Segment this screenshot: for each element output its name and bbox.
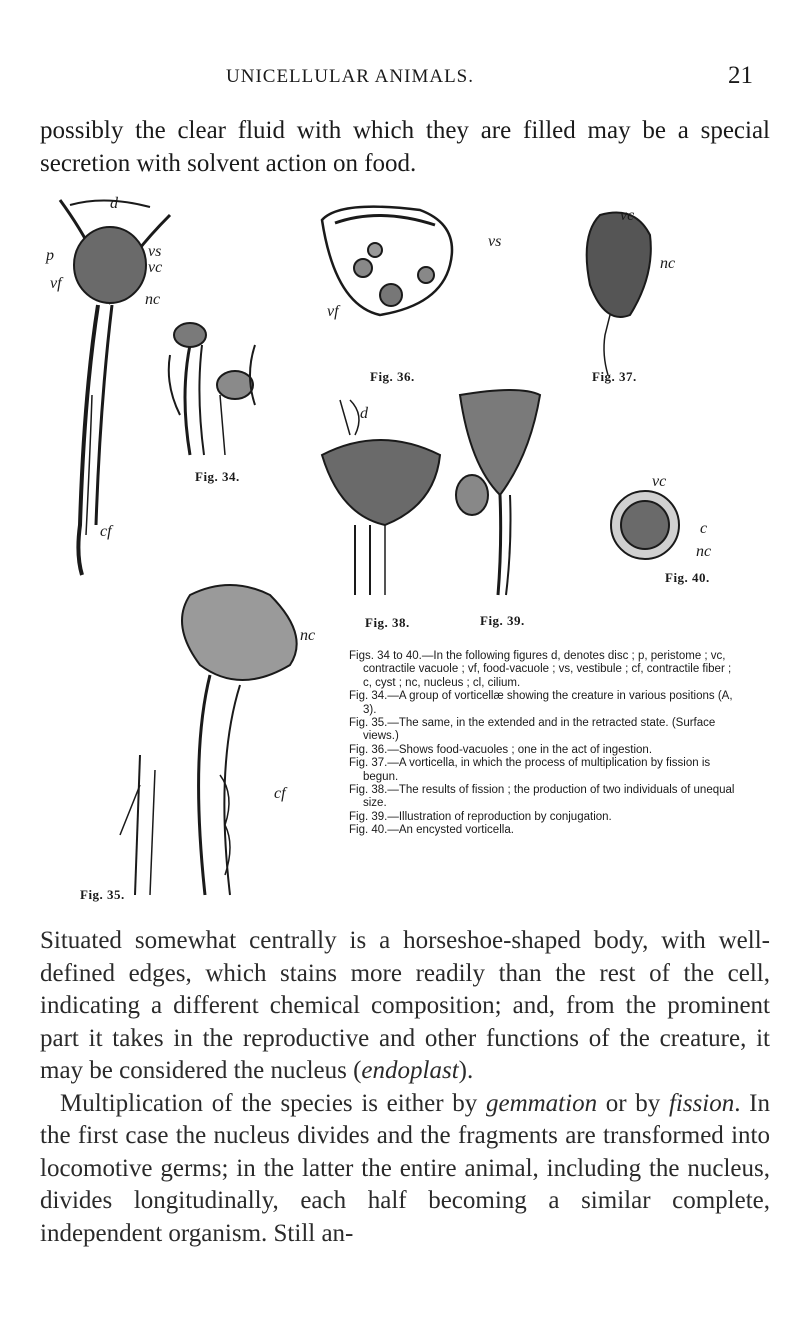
caption-line: Fig. 34.—A group of vorticellæ showing t… (349, 690, 733, 716)
caption-line: Fig. 40.—An encysted vorticella. (349, 824, 514, 837)
fig36-label: Fig. 36. (370, 369, 415, 384)
fig38-drawing (320, 399, 442, 595)
fig34-label: Fig. 34. (195, 469, 240, 484)
fig40-letter-nc: nc (696, 543, 712, 560)
caption-line: Fig. 39.—Illustration of reproduction by… (349, 810, 612, 823)
fig35-letter-cf: cf (274, 785, 286, 802)
page-number: 21 (728, 62, 753, 89)
fig34-drawing (58, 199, 256, 576)
fig36-drawing (320, 205, 454, 317)
fig34-letter-vf: vf (50, 275, 62, 292)
caption-line: Fig. 36.—Shows food-vacuoles ; one in th… (349, 743, 653, 756)
fig38-letter-d: d (360, 405, 368, 422)
fig40-letter-vc: vc (652, 473, 667, 490)
fig40-letter-c: c (700, 520, 708, 537)
fig37-letter-nc: nc (660, 255, 676, 272)
fig40-drawing (610, 490, 680, 560)
running-head: UNICELLULAR ANIMALS. 21 (0, 62, 800, 96)
running-title: UNICELLULAR ANIMALS. (226, 66, 474, 87)
caption-line: Figs. 34 to 40.—In the following figures… (349, 650, 732, 689)
caption-line: Fig. 37.—A vorticella, in which the proc… (349, 757, 711, 783)
fig35-label: Fig. 35. (80, 887, 125, 902)
caption-line: Fig. 38.—The results of fission ; the pr… (349, 784, 735, 810)
caption-line: Fig. 35.—The same, in the extended and i… (349, 717, 716, 743)
fig34-letter-p: p (46, 247, 54, 264)
body-text: Situated somewhat centrally is a horsesh… (40, 925, 770, 1250)
fig36-letter-vs: vs (488, 233, 502, 250)
fig35-letter-nc: nc (300, 627, 316, 644)
fig40-label: Fig. 40. (665, 570, 710, 585)
vorticella-illustrations (58, 199, 680, 896)
fig34-letter-vc: vc (148, 259, 163, 276)
fig34-letter-d: d (110, 195, 118, 212)
figure-caption: Figs. 34 to 40.—In the following figures… (349, 650, 741, 838)
fig39-drawing (455, 389, 542, 596)
fig39-label: Fig. 39. (480, 613, 525, 628)
fig37-letter-vc: vc (620, 207, 635, 224)
fig37-drawing (585, 211, 652, 376)
fig37-label: Fig. 37. (592, 369, 637, 384)
fig38-label: Fig. 38. (365, 615, 410, 630)
fig34-letter-cf: cf (100, 523, 112, 540)
intro-paragraph: possibly the clear fluid with which they… (40, 117, 770, 177)
fig34-letter-vs: vs (148, 243, 162, 260)
fig34-letter-nc: nc (145, 291, 161, 308)
figure-plate: Fig. 34. Fig. 35. Fig. 36. Fig. 37. Fig.… (40, 195, 770, 905)
fig35-drawing (119, 584, 298, 896)
fig36-letter-vf: vf (327, 303, 339, 320)
paragraph-multiplication: Multiplication of the species is either … (40, 1089, 771, 1247)
paragraph-nucleus: Situated somewhat centrally is a horsesh… (40, 927, 770, 1084)
